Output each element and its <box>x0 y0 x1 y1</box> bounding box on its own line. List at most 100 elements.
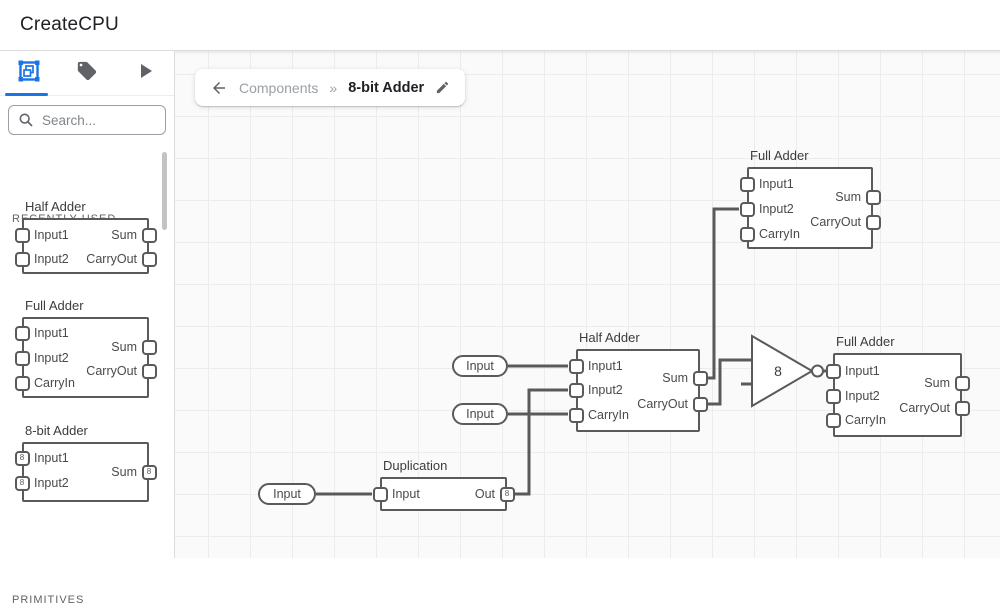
port-carryin[interactable] <box>825 412 841 428</box>
wire-layer: 8 <box>316 207 826 496</box>
port-input1[interactable] <box>739 176 755 192</box>
port-label-input1: Input1 <box>845 364 880 378</box>
port-label-input1: Input1 <box>34 228 69 242</box>
port-input1[interactable]: 8 <box>14 450 30 466</box>
port-label-input1: Input1 <box>34 326 69 340</box>
input-pill[interactable]: Input <box>258 483 316 505</box>
node-title-half-adder: Half Adder <box>579 330 640 345</box>
port-sum[interactable] <box>692 370 708 386</box>
port-label-input2: Input2 <box>588 383 623 397</box>
port-label-input1: Input1 <box>759 177 794 191</box>
node-title-full-adder: Full Adder <box>836 334 895 349</box>
port-label-carryout: CarryOut <box>637 397 688 411</box>
port-sum[interactable] <box>954 375 970 391</box>
port-input[interactable] <box>372 486 388 502</box>
port-out[interactable]: 8 <box>499 486 515 502</box>
port-label-carryout: CarryOut <box>86 364 137 378</box>
port-label-carryout: CarryOut <box>899 401 950 415</box>
port-input1[interactable] <box>14 325 30 341</box>
port-label-input1: Input1 <box>588 359 623 373</box>
port-carryout[interactable] <box>954 400 970 416</box>
port-label-input2: Input2 <box>34 476 69 490</box>
port-label-carryin: CarryIn <box>34 376 75 390</box>
tab-tags[interactable] <box>58 50 116 95</box>
port-input2[interactable] <box>825 388 841 404</box>
node-title-8-bit-adder: 8-bit Adder <box>25 423 88 438</box>
wire-halfadder-sum-to-fulladder-top-input2[interactable] <box>707 207 739 380</box>
port-label-input2: Input2 <box>759 202 794 216</box>
search-input[interactable] <box>40 111 154 129</box>
port-input1[interactable] <box>14 227 30 243</box>
breadcrumb-parent[interactable]: Components <box>239 79 319 96</box>
breadcrumb-current: 8-bit Adder <box>348 79 425 96</box>
components-icon <box>17 59 41 86</box>
port-label-sum: Sum <box>835 190 861 204</box>
breadcrumb: Components » 8-bit Adder <box>195 69 466 106</box>
not-gate[interactable] <box>751 334 814 408</box>
node-half-adder[interactable] <box>22 218 149 274</box>
port-sum[interactable] <box>141 339 157 355</box>
port-carryout[interactable] <box>692 396 708 412</box>
input-pill[interactable]: Input <box>452 355 508 377</box>
port-carryout[interactable] <box>865 214 881 230</box>
active-tab-indicator <box>5 93 48 96</box>
port-label-sum: Sum <box>924 376 950 390</box>
node-title-full-adder: Full Adder <box>750 148 809 163</box>
gate-width-label: 8 <box>774 363 782 379</box>
node-title-full-adder: Full Adder <box>25 298 84 313</box>
gate-output-bubble <box>811 364 824 378</box>
play-icon <box>133 59 157 86</box>
wire-duplication-out-to-halfadder-input2[interactable] <box>514 388 568 496</box>
node-8-bit-adder[interactable] <box>22 442 149 502</box>
tag-icon <box>76 60 98 85</box>
node-full-adder[interactable] <box>22 317 149 398</box>
tab-simulate[interactable] <box>116 50 174 95</box>
port-label-sum: Sum <box>111 465 137 479</box>
port-carryout[interactable] <box>141 251 157 267</box>
port-label-input2: Input2 <box>34 252 69 266</box>
pencil-icon <box>437 81 449 94</box>
port-label-out: Out <box>474 487 495 501</box>
breadcrumb-separator: » <box>329 79 338 96</box>
sidebar-scrollbar[interactable] <box>162 152 167 230</box>
port-carryout[interactable] <box>141 363 157 379</box>
port-label-input: Input <box>392 487 420 501</box>
port-input2[interactable] <box>14 251 30 267</box>
port-carryin[interactable] <box>739 226 755 242</box>
port-sum[interactable] <box>865 189 881 205</box>
section-primitives: PRIMITIVES <box>12 594 85 606</box>
port-label-carryin: CarryIn <box>588 408 629 422</box>
rename-button[interactable] <box>435 80 450 95</box>
port-input1[interactable] <box>825 363 841 379</box>
port-sum[interactable] <box>141 227 157 243</box>
port-input2[interactable] <box>739 201 755 217</box>
header-shadow <box>175 51 1000 55</box>
search-box[interactable] <box>8 105 166 135</box>
node-title-duplication: Duplication <box>383 458 448 473</box>
port-label-carryin: CarryIn <box>759 227 800 241</box>
port-label-sum: Sum <box>111 340 137 354</box>
input-pill[interactable]: Input <box>452 403 508 425</box>
port-label-carryout: CarryOut <box>86 252 137 266</box>
circuit-canvas[interactable] <box>175 51 1000 558</box>
port-label-carryout: CarryOut <box>810 215 861 229</box>
search-icon <box>19 113 33 127</box>
port-input2[interactable]: 8 <box>14 475 30 491</box>
port-sum[interactable]: 8 <box>141 464 157 480</box>
port-input2[interactable] <box>14 350 30 366</box>
port-label-input2: Input2 <box>845 389 880 403</box>
port-label-carryin: CarryIn <box>845 413 886 427</box>
port-input2[interactable] <box>568 382 584 398</box>
port-label-sum: Sum <box>662 371 688 385</box>
tab-components[interactable] <box>0 50 58 95</box>
port-label-input2: Input2 <box>34 351 69 365</box>
app-header: CreateCPU <box>0 0 1000 51</box>
port-input1[interactable] <box>568 358 584 374</box>
app-title: CreateCPU <box>20 14 119 35</box>
port-carryin[interactable] <box>568 407 584 423</box>
sidebar-tabstrip <box>0 50 174 96</box>
wire-halfadder-carryout-to-gate-input[interactable] <box>707 358 752 406</box>
port-carryin[interactable] <box>14 375 30 391</box>
node-full-adder[interactable] <box>833 353 962 437</box>
back-button[interactable] <box>210 79 228 97</box>
